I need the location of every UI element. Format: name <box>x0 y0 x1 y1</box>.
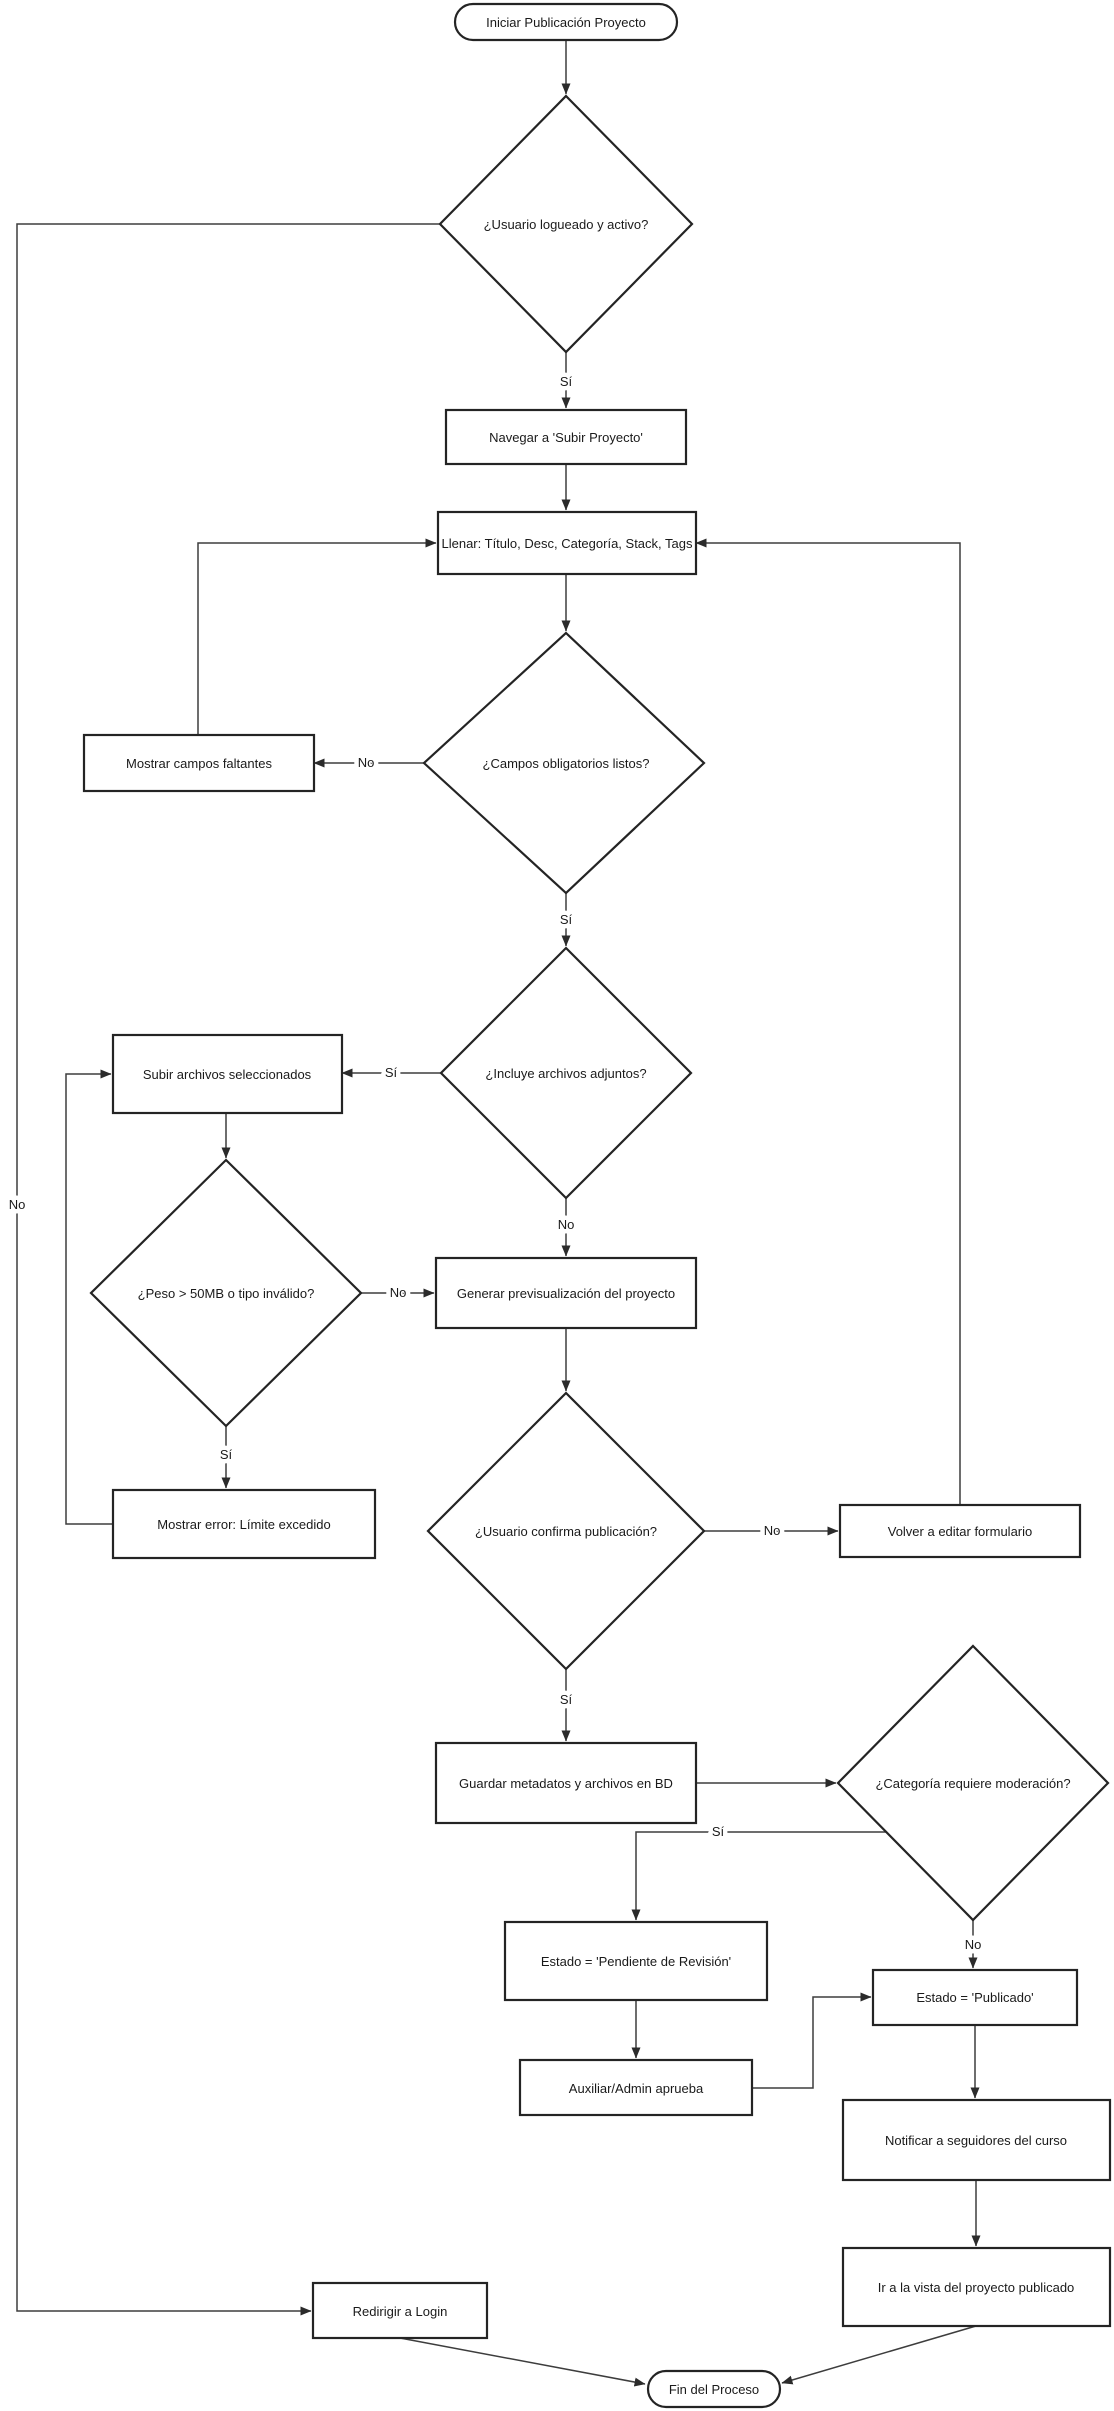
user-active-label: ¿Usuario logueado y activo? <box>484 217 649 232</box>
edge-label-required-yes: Sí <box>560 912 573 927</box>
node-fill-form: Llenar: Título, Desc, Categoría, Stack, … <box>436 510 698 576</box>
edge-labels: Sí No No Sí Sí No No Sí No Sí Sí No <box>4 370 986 1957</box>
edge-label-confirm-no: No <box>764 1523 781 1538</box>
node-published: Estado = 'Publicado' <box>871 1968 1079 2027</box>
show-missing-process-shape <box>82 733 316 793</box>
admin-approves-label: Auxiliar/Admin aprueba <box>569 2081 704 2096</box>
edge-redirect-login-to-end <box>399 2337 646 2387</box>
edge-limit-error-back-to-upload <box>65 1069 113 1525</box>
edge-label-size-yes: Sí <box>220 1447 233 1462</box>
node-admin-approves: Auxiliar/Admin aprueba <box>518 2058 754 2117</box>
edge-label-size-no: No <box>390 1285 407 1300</box>
limit-error-process-shape <box>111 1488 377 1560</box>
node-size-invalid-decision: ¿Peso > 50MB o tipo inválido? <box>89 1158 363 1428</box>
edge-label-required-no: No <box>358 755 375 770</box>
edge-view-project-to-end <box>781 2325 977 2385</box>
navigate-process-shape <box>444 408 688 466</box>
limit-error-label: Mostrar error: Límite excedido <box>157 1517 330 1532</box>
generate-preview-process-shape <box>434 1256 698 1330</box>
navigate-label: Navegar a 'Subir Proyecto' <box>489 430 643 445</box>
has-attachments-label: ¿Incluye archivos adjuntos? <box>485 1066 646 1081</box>
edge-back-to-edit-to-fill-form <box>695 538 961 1505</box>
edge-user-no-to-redirect-login <box>16 223 440 2316</box>
upload-files-process-shape <box>111 1033 344 1115</box>
node-upload-files: Subir archivos seleccionados <box>111 1033 344 1115</box>
upload-files-label: Subir archivos seleccionados <box>143 1067 312 1082</box>
fill-form-process-shape <box>436 510 698 576</box>
show-missing-label: Mostrar campos faltantes <box>126 756 272 771</box>
edge-label-attachments-yes: Sí <box>385 1065 398 1080</box>
back-to-edit-label: Volver a editar formulario <box>888 1524 1033 1539</box>
generate-preview-label: Generar previsualización del proyecto <box>457 1286 675 1301</box>
pending-review-label: Estado = 'Pendiente de Revisión' <box>541 1954 731 1969</box>
has-attachments-diamond-shape <box>439 946 693 1200</box>
save-metadata-label: Guardar metadatos y archivos en BD <box>459 1776 673 1791</box>
start-label: Iniciar Publicación Proyecto <box>486 15 646 30</box>
size-invalid-label: ¿Peso > 50MB o tipo inválido? <box>138 1286 315 1301</box>
node-back-to-edit: Volver a editar formulario <box>838 1503 1082 1559</box>
edges <box>16 40 981 2387</box>
size-invalid-diamond-shape <box>89 1158 363 1428</box>
notify-followers-label: Notificar a seguidores del curso <box>885 2133 1067 2148</box>
node-redirect-login: Redirigir a Login <box>311 2281 489 2340</box>
save-metadata-process-shape <box>434 1741 698 1825</box>
edge-moderation-yes-to-pending <box>631 1831 886 1921</box>
start-terminator-shape <box>453 2 679 42</box>
required-ready-diamond-shape <box>422 631 706 895</box>
edge-label-moderation-no: No <box>965 1937 982 1952</box>
user-confirms-diamond-shape <box>426 1391 706 1671</box>
node-has-attachments-decision: ¿Incluye archivos adjuntos? <box>439 946 693 1200</box>
pending-review-process-shape <box>503 1920 769 2002</box>
node-end: Fin del Proceso <box>646 2369 782 2409</box>
edge-label-attachments-no: No <box>558 1217 575 1232</box>
end-terminator-shape <box>646 2369 782 2409</box>
redirect-login-label: Redirigir a Login <box>353 2304 448 2319</box>
node-navigate: Navegar a 'Subir Proyecto' <box>444 408 688 466</box>
node-user-active-decision: ¿Usuario logueado y activo? <box>438 94 694 354</box>
node-pending-review: Estado = 'Pendiente de Revisión' <box>503 1920 769 2002</box>
user-active-diamond-shape <box>438 94 694 354</box>
node-save-metadata: Guardar metadatos y archivos en BD <box>434 1741 698 1825</box>
published-process-shape <box>871 1968 1079 2027</box>
view-project-process-shape <box>841 2246 1112 2328</box>
required-ready-label: ¿Campos obligatorios listos? <box>483 756 650 771</box>
back-to-edit-process-shape <box>838 1503 1082 1559</box>
node-required-ready-decision: ¿Campos obligatorios listos? <box>422 631 706 895</box>
notify-followers-process-shape <box>841 2098 1112 2182</box>
admin-approves-process-shape <box>518 2058 754 2117</box>
node-needs-moderation-decision: ¿Categoría requiere moderación? <box>836 1644 1110 1922</box>
edge-label-moderation-yes: Sí <box>712 1824 725 1839</box>
redirect-login-process-shape <box>311 2281 489 2340</box>
edge-label-confirm-yes: Sí <box>560 1692 573 1707</box>
needs-moderation-label: ¿Categoría requiere moderación? <box>875 1776 1070 1791</box>
edge-label-user-no: No <box>9 1197 26 1212</box>
user-confirms-label: ¿Usuario confirma publicación? <box>475 1524 657 1539</box>
edge-show-missing-back-to-fill-form <box>197 538 437 735</box>
node-view-project: Ir a la vista del proyecto publicado <box>841 2246 1112 2328</box>
node-start: Iniciar Publicación Proyecto <box>453 2 679 42</box>
node-show-missing: Mostrar campos faltantes <box>82 733 316 793</box>
view-project-label: Ir a la vista del proyecto publicado <box>878 2280 1075 2295</box>
node-user-confirms-decision: ¿Usuario confirma publicación? <box>426 1391 706 1671</box>
node-notify-followers: Notificar a seguidores del curso <box>841 2098 1112 2182</box>
node-generate-preview: Generar previsualización del proyecto <box>434 1256 698 1330</box>
published-label: Estado = 'Publicado' <box>916 1990 1033 2005</box>
fill-form-label: Llenar: Título, Desc, Categoría, Stack, … <box>442 536 693 551</box>
edge-admin-approves-to-published <box>752 1992 872 2089</box>
needs-moderation-diamond-shape <box>836 1644 1110 1922</box>
edge-label-user-yes: Sí <box>560 374 573 389</box>
node-limit-error: Mostrar error: Límite excedido <box>111 1488 377 1560</box>
end-label: Fin del Proceso <box>669 2382 759 2397</box>
